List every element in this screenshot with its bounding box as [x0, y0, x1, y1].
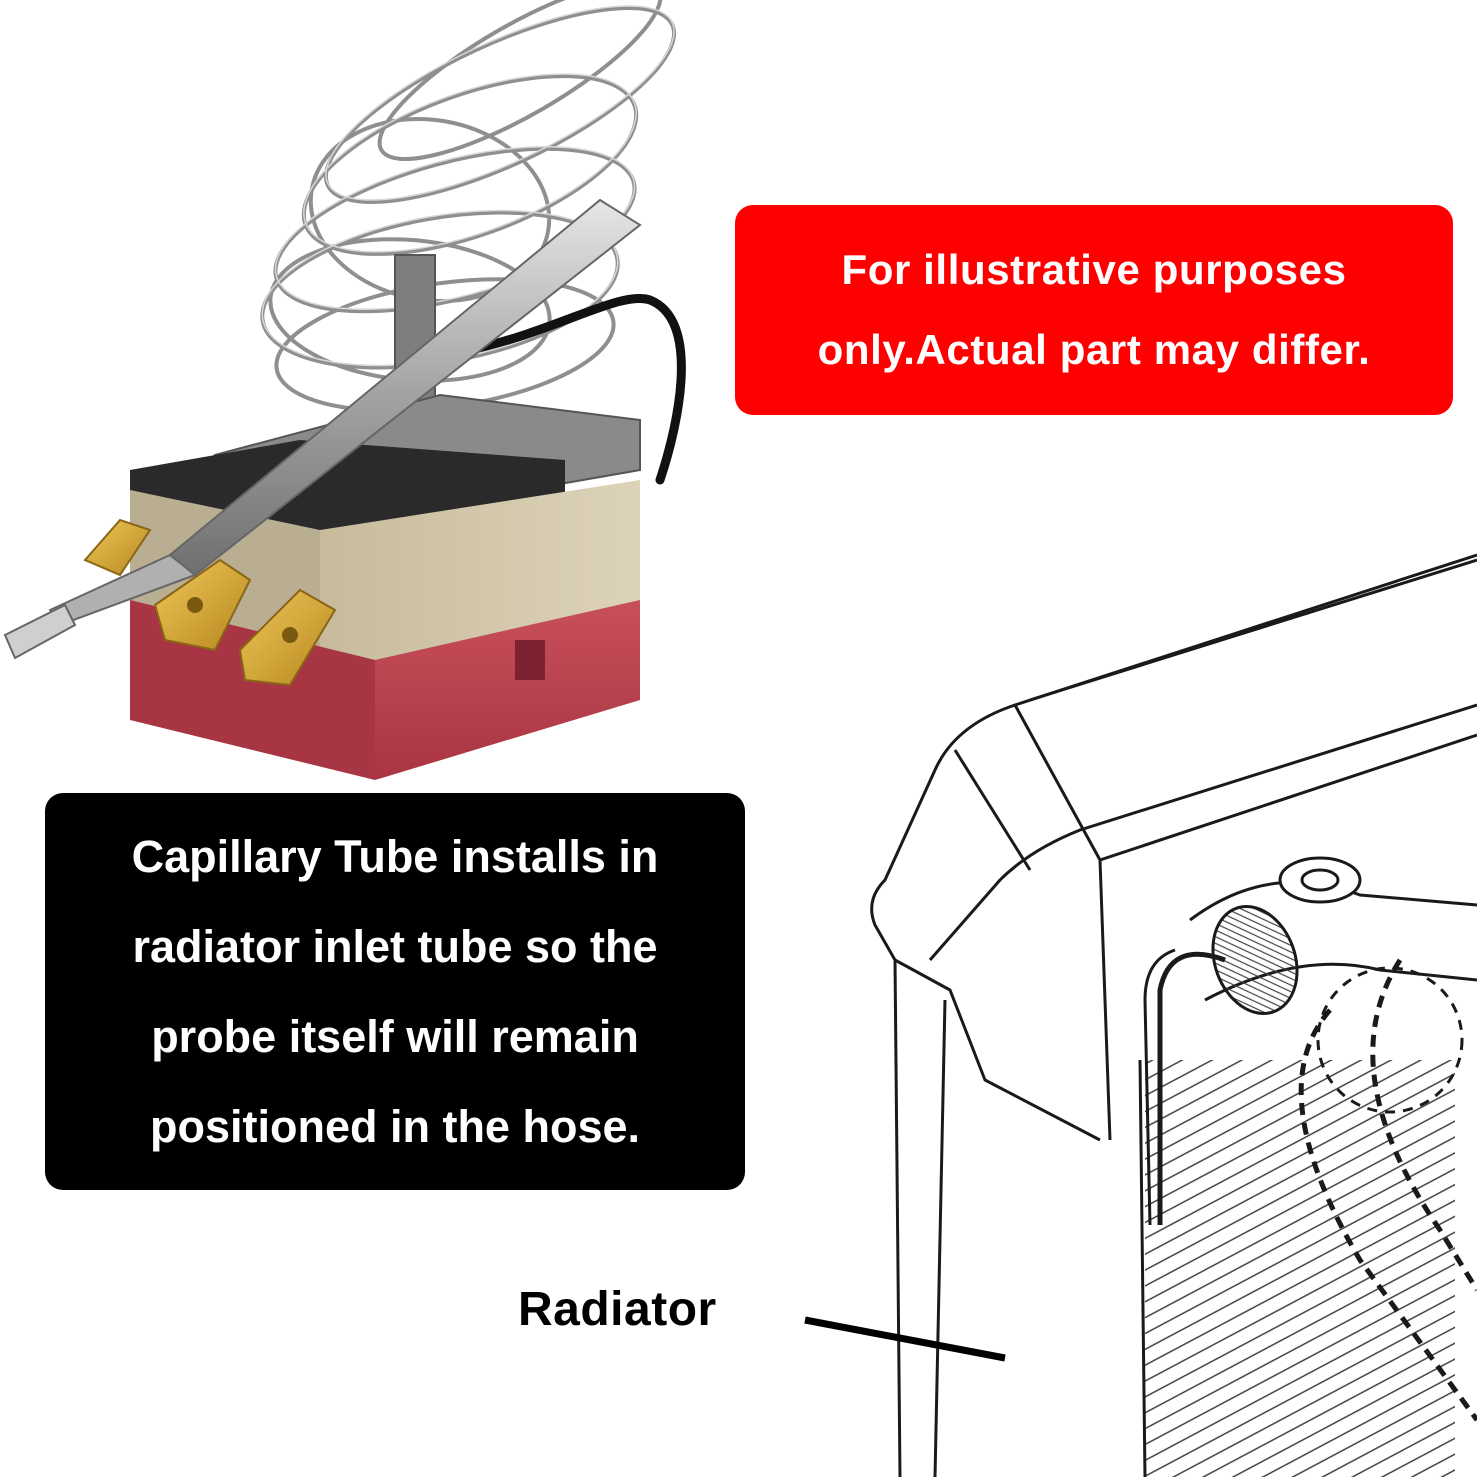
- description-line-4: positioned in the hose.: [149, 1100, 640, 1152]
- radiator-core: [1145, 1060, 1455, 1477]
- probe-tip: [3, 603, 77, 660]
- illustrative-notice: For illustrative purposes only.Actual pa…: [735, 205, 1453, 415]
- notice-line-1: For illustrative purposes: [841, 246, 1347, 293]
- description-line-3: probe itself will remain: [151, 1010, 639, 1062]
- black-wire: [465, 294, 686, 485]
- radiator-label: Radiator: [518, 1283, 717, 1336]
- description-line-1: Capillary Tube installs in: [131, 830, 659, 882]
- radiator-pointer: [804, 1316, 1006, 1362]
- notice-line-2: only.Actual part may differ.: [817, 326, 1371, 373]
- capillary-lead: [1157, 951, 1226, 1225]
- capillary-wrap: [1211, 905, 1299, 1015]
- description-line-2: radiator inlet tube so the: [132, 920, 658, 972]
- hose-clamp: [1278, 856, 1362, 904]
- thermostat-image: [3, 0, 686, 780]
- radiator-diagram: [804, 553, 1477, 1477]
- radiator-tank: [870, 553, 1477, 1477]
- radiator-hose: [1298, 1008, 1477, 1422]
- installation-description: Capillary Tube installs in radiator inle…: [45, 793, 745, 1190]
- terminal-left: [83, 518, 152, 577]
